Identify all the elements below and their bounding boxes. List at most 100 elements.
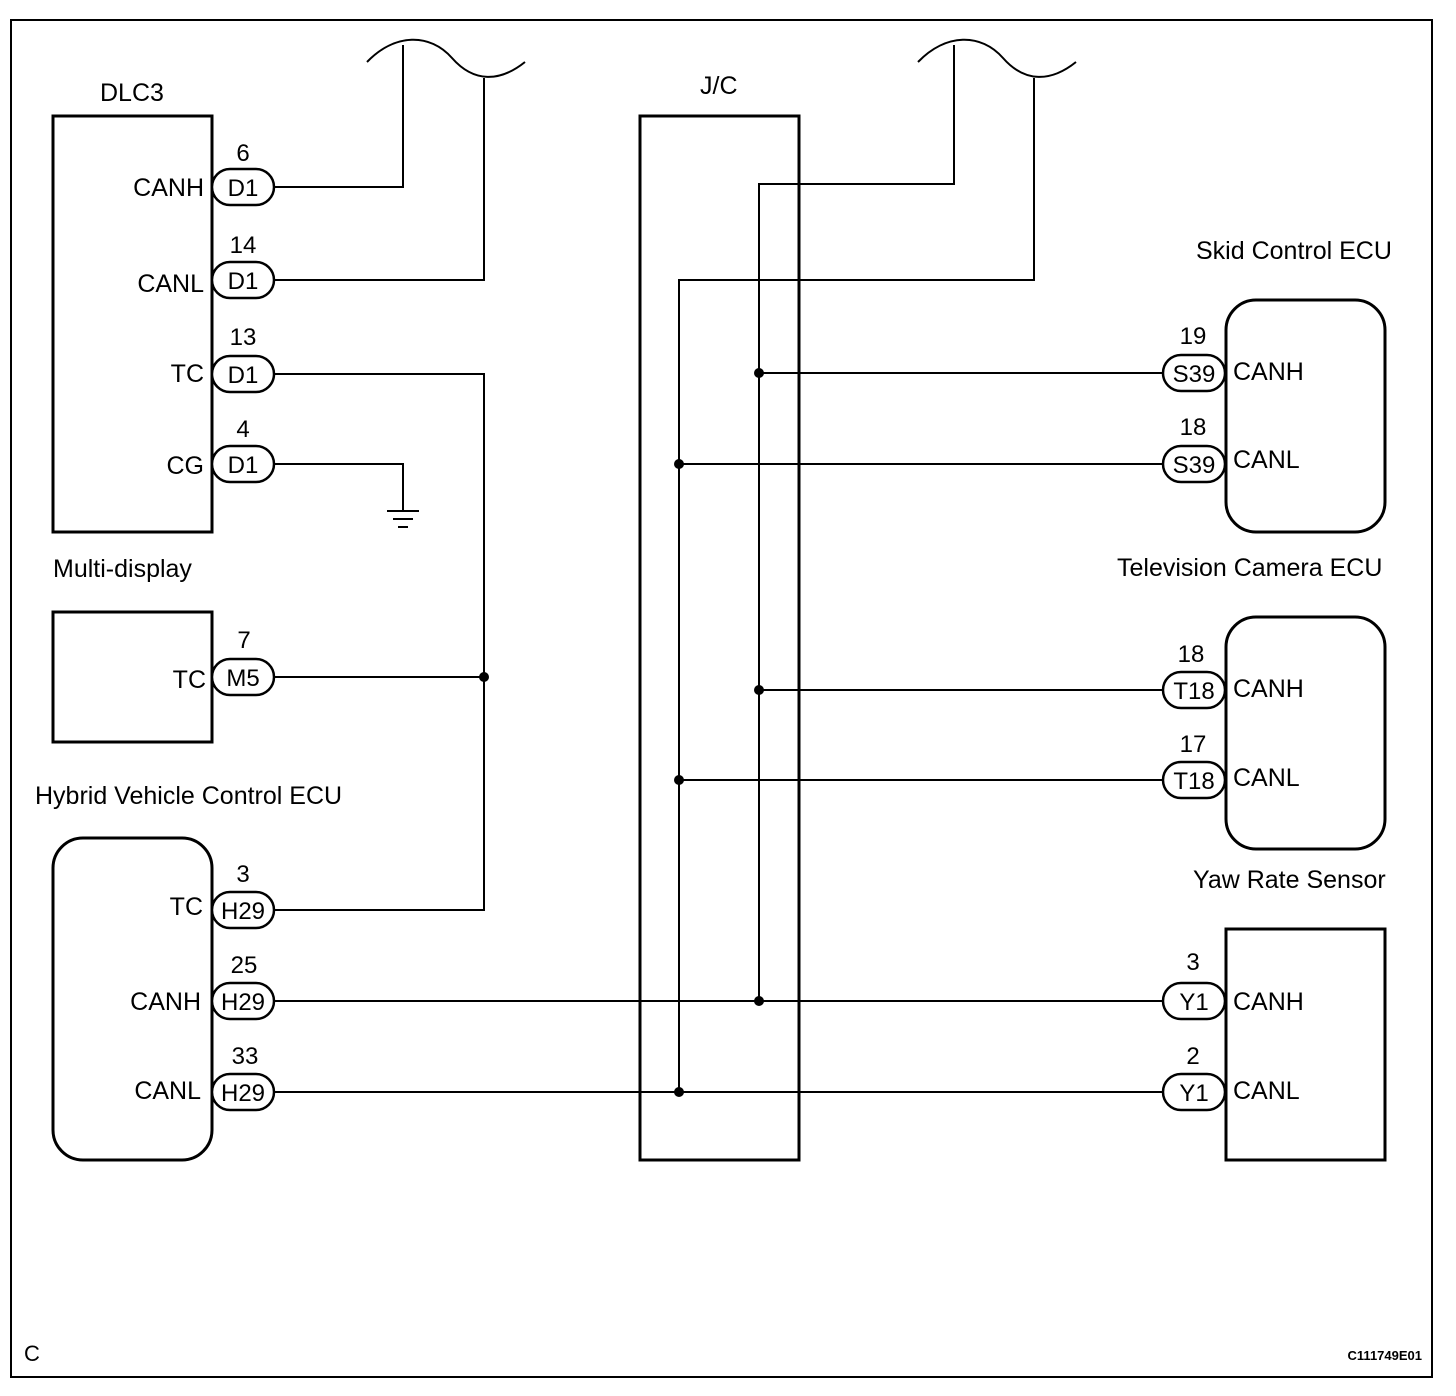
diagram-frame bbox=[10, 19, 1433, 1378]
pin-number: 4 bbox=[236, 416, 249, 443]
signal-label: CANL bbox=[1233, 446, 1300, 474]
tv-camera-ecu-box bbox=[1224, 615, 1387, 851]
pin-number: 7 bbox=[237, 627, 250, 654]
connector-pill bbox=[1161, 981, 1227, 1021]
dlc3-title: DLC3 bbox=[100, 79, 164, 107]
skid-ecu-box bbox=[1224, 298, 1387, 534]
connector-code: S39 bbox=[1173, 361, 1216, 388]
splice-dot bbox=[754, 996, 764, 1006]
jc-title: J/C bbox=[700, 72, 738, 100]
signal-label: CG bbox=[167, 452, 205, 480]
connector-pill bbox=[210, 657, 276, 697]
wire-jc-canh-bus bbox=[758, 45, 955, 1001]
pin-number: 25 bbox=[231, 952, 258, 979]
corner-letter: C bbox=[24, 1341, 40, 1366]
wire-dlc3-cg bbox=[274, 463, 404, 511]
wire-dlc3-canh bbox=[274, 45, 404, 188]
signal-label: TC bbox=[170, 893, 203, 921]
jc-box bbox=[638, 114, 801, 1162]
connector-pill bbox=[1161, 670, 1227, 710]
yaw-sensor-box bbox=[1224, 927, 1387, 1162]
connector-code: H29 bbox=[221, 989, 265, 1016]
signal-label: CANL bbox=[134, 1077, 201, 1105]
wires bbox=[274, 38, 1163, 1093]
signal-label: TC bbox=[173, 666, 206, 694]
signal-label: CANL bbox=[1233, 764, 1300, 792]
pin-number: 2 bbox=[1186, 1043, 1199, 1070]
signal-label: CANH bbox=[130, 988, 201, 1016]
splice-dot bbox=[674, 459, 684, 469]
skid-ecu-terminal-canl: 18 S39 CANL bbox=[1161, 414, 1300, 484]
connector-code: D1 bbox=[228, 175, 259, 202]
dlc3-terminal-tc: TC 13 D1 bbox=[171, 324, 276, 394]
dlc3-terminal-canl: CANL 14 D1 bbox=[137, 232, 276, 300]
pin-number: 14 bbox=[230, 232, 257, 259]
pin-number: 18 bbox=[1180, 414, 1207, 441]
connector-code: M5 bbox=[226, 665, 259, 692]
signal-label: TC bbox=[171, 360, 204, 388]
connector-code: Y1 bbox=[1179, 989, 1208, 1016]
connector-pill bbox=[210, 444, 276, 484]
signal-label: CANH bbox=[1233, 988, 1304, 1016]
skid-ecu-title: Skid Control ECU bbox=[1196, 237, 1392, 265]
connector-pill bbox=[210, 890, 276, 930]
pin-number: 33 bbox=[232, 1043, 259, 1070]
connector-pill bbox=[1161, 1072, 1227, 1112]
connector-code: D1 bbox=[228, 452, 259, 479]
pin-number: 13 bbox=[230, 324, 257, 351]
pin-number: 3 bbox=[1186, 949, 1199, 976]
signal-label: CANL bbox=[137, 270, 204, 298]
twisted-pair-right bbox=[917, 38, 1077, 78]
pin-number: 18 bbox=[1178, 641, 1205, 668]
pin-number: 6 bbox=[236, 140, 249, 167]
tv-camera-ecu-terminal-canl: 17 T18 CANL bbox=[1161, 731, 1300, 800]
dlc3-terminal-cg: CG 4 D1 bbox=[167, 416, 276, 484]
connector-code: T18 bbox=[1173, 678, 1214, 705]
multi-display-title: Multi-display bbox=[53, 555, 192, 583]
connector-pill bbox=[1161, 353, 1227, 393]
signal-label: CANH bbox=[1233, 675, 1304, 703]
signal-label: CANH bbox=[133, 174, 204, 202]
twisted-pair-left bbox=[366, 38, 526, 78]
splice-dot bbox=[479, 672, 489, 682]
signal-label: CANL bbox=[1233, 1077, 1300, 1105]
connector-pill bbox=[210, 981, 276, 1021]
connector-code: D1 bbox=[228, 362, 259, 389]
pin-number: 3 bbox=[236, 861, 249, 888]
multi-display-terminal-tc: TC 7 M5 bbox=[173, 627, 276, 697]
yaw-sensor-terminal-canh: 3 Y1 CANH bbox=[1161, 949, 1304, 1021]
splice-dot bbox=[674, 1087, 684, 1097]
hv-ecu-terminal-canh: CANH 25 H29 bbox=[130, 952, 276, 1021]
wire-tc-bus bbox=[274, 373, 485, 911]
hv-ecu-terminal-canl: CANL 33 H29 bbox=[134, 1043, 276, 1112]
connector-code: Y1 bbox=[1179, 1080, 1208, 1107]
yaw-sensor-title: Yaw Rate Sensor bbox=[1193, 866, 1386, 894]
connector-code: S39 bbox=[1173, 452, 1216, 479]
connector-pill bbox=[210, 354, 276, 394]
connector-code: H29 bbox=[221, 1080, 265, 1107]
tv-camera-ecu-title: Television Camera ECU bbox=[1117, 554, 1382, 582]
hv-ecu-terminal-tc: TC 3 H29 bbox=[170, 861, 276, 930]
pin-number: 19 bbox=[1180, 323, 1207, 350]
hv-ecu-title: Hybrid Vehicle Control ECU bbox=[35, 782, 342, 810]
figure-code: C111749E01 bbox=[1348, 1348, 1422, 1363]
connector-code: T18 bbox=[1173, 768, 1214, 795]
connector-code: H29 bbox=[221, 898, 265, 925]
connector-pill bbox=[1161, 760, 1227, 800]
dlc3-terminal-canh: CANH 6 D1 bbox=[133, 140, 276, 207]
splice-dot bbox=[754, 368, 764, 378]
wire-dlc3-canl bbox=[274, 78, 485, 281]
connector-code: D1 bbox=[228, 268, 259, 295]
pin-number: 17 bbox=[1180, 731, 1207, 758]
skid-ecu-terminal-canh: 19 S39 CANH bbox=[1161, 323, 1304, 393]
splice-dot bbox=[674, 775, 684, 785]
tv-camera-ecu-terminal-canh: 18 T18 CANH bbox=[1161, 641, 1304, 710]
connector-pill bbox=[210, 167, 276, 207]
yaw-sensor-terminal-canl: 2 Y1 CANL bbox=[1161, 1043, 1300, 1112]
signal-label: CANH bbox=[1233, 358, 1304, 386]
ground-symbol bbox=[387, 510, 419, 528]
splice-points bbox=[479, 368, 764, 1097]
connector-pill bbox=[210, 1072, 276, 1112]
connector-pill bbox=[1161, 444, 1227, 484]
